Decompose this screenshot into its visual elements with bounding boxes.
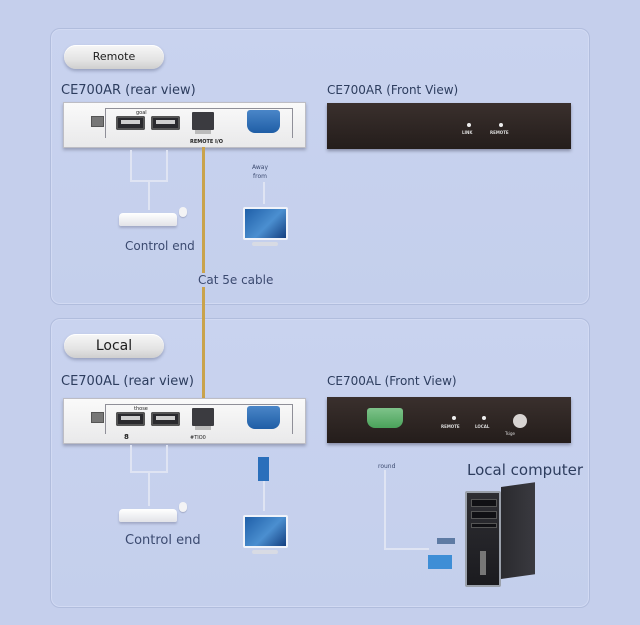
- vga-port-icon: [247, 406, 280, 429]
- remote-badge: Remote: [64, 45, 164, 69]
- monitor-stand: [252, 550, 278, 554]
- usb-mark: 8: [124, 433, 129, 441]
- led-label: LINK: [462, 130, 473, 135]
- usb-port-icon: [116, 412, 145, 426]
- drive-bay: [471, 523, 497, 528]
- remote-rear-title: CE700AR (rear view): [61, 83, 196, 98]
- select-button[interactable]: [513, 414, 527, 428]
- ce700al-rear-device: those 8 #TIO0: [63, 398, 306, 444]
- mouse-icon: [179, 502, 187, 512]
- keyboard-icon: [119, 213, 177, 226]
- cable-label: Cat 5e cable: [197, 273, 275, 287]
- remote-led-icon: [452, 416, 456, 420]
- computer-tower-icon: [465, 482, 535, 591]
- rj45-label: REMOTE I/O: [190, 139, 223, 145]
- local-control-end-label: Control end: [125, 533, 201, 548]
- remote-led-icon: [499, 123, 503, 127]
- local-front-title: CE700AL (Front View): [327, 374, 457, 388]
- remote-panel: [50, 28, 590, 305]
- usb-wire: [130, 150, 132, 180]
- usb-wire: [148, 471, 150, 506]
- drive-bay: [471, 511, 497, 519]
- port-frame: [105, 404, 293, 434]
- usb-plug-icon: [437, 538, 455, 544]
- remote-control-end-label: Control end: [125, 239, 195, 253]
- local-rear-title: CE700AL (rear view): [61, 374, 194, 389]
- led-label: LOCAL: [475, 424, 490, 429]
- keyboard-icon: [119, 509, 177, 522]
- local-led-icon: [482, 416, 486, 420]
- usb-wire: [148, 180, 150, 210]
- vga-port-icon: [367, 408, 403, 428]
- usb-port-icon: [151, 116, 180, 130]
- usb-port-icon: [151, 412, 180, 426]
- monitor-stand: [252, 242, 278, 246]
- usb-port-icon: [116, 116, 145, 130]
- led-label: REMOTE: [490, 130, 509, 135]
- rj45-port-icon: [192, 408, 214, 430]
- local-computer-label: Local computer: [467, 461, 583, 479]
- power-button: [480, 551, 486, 575]
- mouse-icon: [179, 207, 187, 217]
- vga-wire: [263, 481, 265, 511]
- usb-wire: [130, 445, 132, 471]
- vga-plug-icon: [258, 457, 269, 481]
- remote-monitor-label: Away from: [252, 164, 268, 180]
- usb-group-label: goal: [136, 110, 147, 116]
- local-badge: Local: [64, 334, 164, 358]
- link-led-icon: [467, 123, 471, 127]
- ce700ar-front-device: LINK REMOTE: [327, 103, 571, 149]
- tower-side: [501, 482, 535, 579]
- usb-group-label: those: [134, 406, 148, 412]
- ce700ar-rear-device: goal REMOTE I/O: [63, 102, 306, 148]
- vga-adapter-icon: [428, 555, 452, 569]
- computer-wire: [384, 548, 429, 550]
- drive-bay: [471, 499, 497, 507]
- remote-monitor-icon: [243, 207, 288, 240]
- vga-wire: [263, 182, 265, 204]
- remote-front-title: CE700AR (Front View): [327, 83, 459, 97]
- local-monitor-icon: [243, 515, 288, 548]
- power-jack-icon: [91, 412, 104, 423]
- rj45-port-icon: [192, 112, 214, 134]
- ce700al-front-device: REMOTE LOCAL Tsige: [327, 397, 571, 443]
- button-label: Tsige: [505, 431, 515, 436]
- power-jack-icon: [91, 116, 104, 127]
- usb-wire: [166, 150, 168, 180]
- led-label: REMOTE: [441, 424, 460, 429]
- wire-label: round: [378, 463, 396, 470]
- port-frame: [105, 108, 293, 138]
- vga-port-icon: [247, 110, 280, 133]
- tower-front: [465, 491, 501, 587]
- computer-wire: [384, 470, 386, 548]
- rj45-label: #TIO0: [190, 435, 206, 441]
- usb-wire: [166, 445, 168, 471]
